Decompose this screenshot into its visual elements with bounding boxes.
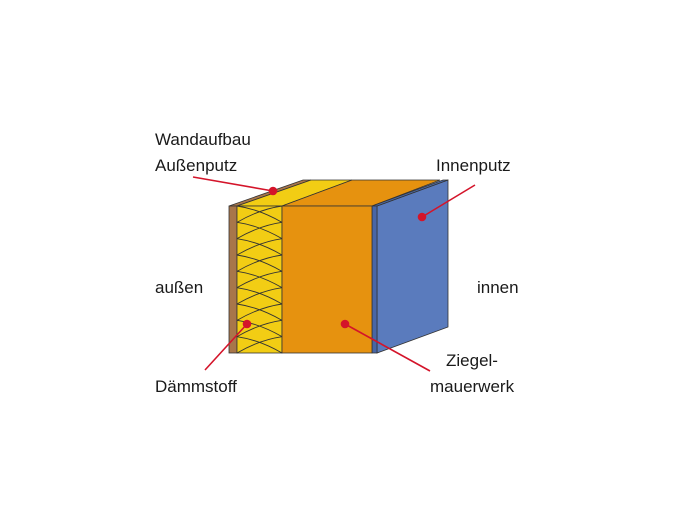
label-daemmstoff: Dämmstoff <box>155 377 237 396</box>
insulation-pattern <box>236 205 283 354</box>
pointer-dot <box>340 319 350 329</box>
label-aussenputz: Außenputz <box>155 156 237 175</box>
label-aussen: außen <box>155 278 203 297</box>
pointer-dot <box>417 212 427 222</box>
ziegel-front <box>281 205 373 354</box>
label-innen: innen <box>477 278 519 297</box>
pointers <box>192 176 476 372</box>
innenputz-side <box>376 179 449 354</box>
innenputz-front <box>371 205 378 354</box>
pointer-dot <box>268 186 278 196</box>
label-ziegel-2: mauerwerk <box>430 377 515 396</box>
daemmstoff-front <box>236 205 283 354</box>
diagram-title: Wandaufbau <box>155 130 251 149</box>
label-innenputz: Innenputz <box>436 156 511 175</box>
label-ziegel-1: Ziegel- <box>446 351 498 370</box>
pointer-dot <box>242 319 252 329</box>
aussenputz-front <box>228 205 238 354</box>
